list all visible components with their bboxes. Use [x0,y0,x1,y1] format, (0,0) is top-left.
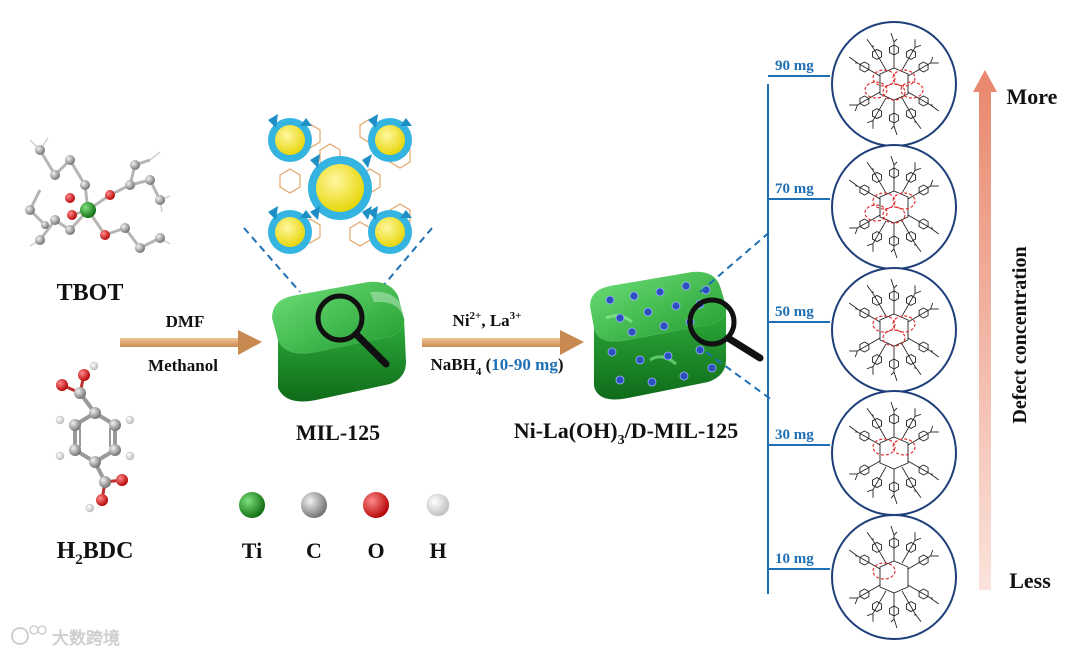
c-atom-icon [301,492,327,518]
framework-sketch [848,155,940,259]
nanoparticle-dot [695,345,705,355]
step2-bottom-label: NaBH4 (10-90 mg) [430,355,563,378]
nanoparticle-dot [647,377,657,387]
framework-sketch [848,278,940,382]
h2bdc-label: H2BDC [57,538,134,568]
mil125-structure [268,114,412,254]
dose-row: 10 mg [768,514,957,640]
dose-label: 10 mg [775,551,814,567]
dose-label: 30 mg [775,427,814,443]
nanoparticle-dot [679,371,689,381]
zoom-line-top [699,229,773,293]
magnifier-icon-2 [687,297,764,362]
nanoparticle-dot [635,355,645,365]
watermark: 大数跨境 [11,625,120,649]
nanoparticle-dot [659,321,669,331]
mil125-label: MIL-125 [296,420,380,445]
magnifier-icon [315,293,390,368]
mil125-cube [272,281,406,402]
nanoparticle-dot [605,295,615,305]
legend-c-label: C [306,538,322,563]
tbot-label: TBOT [57,280,124,306]
step2-arrow [422,330,584,355]
tbot-molecule [25,137,171,253]
nanoparticle-dot [607,347,617,357]
nanoparticle-dot [629,291,639,301]
nanoparticle-dot [671,301,681,311]
defect-more-label: More [1007,84,1058,109]
defect-axis-title: Defect concentration [1009,246,1031,423]
legend-h-label: H [429,538,446,563]
dose-row: 90 mg [768,21,957,147]
defect-gradient-arrow [973,70,997,590]
step1-bottom-label: Methanol [148,356,218,375]
nanoparticle-dot [707,363,717,373]
dose-row: 30 mg [768,390,957,516]
defect-site-marks [872,438,916,456]
defect-structure-circle [831,514,957,640]
ti-atom-icon [239,492,265,518]
nanoparticle-dot [627,327,637,337]
dose-row: 50 mg [768,267,957,393]
h2bdc-molecule [55,361,135,513]
product-label: Ni-La(OH)3/D-MIL-125 [514,418,739,448]
zoom-line-left [243,227,301,293]
atom-legend [239,492,450,518]
framework-sketch [848,401,940,505]
dose-label: 70 mg [775,181,814,197]
defect-site-marks [872,315,916,347]
framework-sketch [848,525,940,629]
dose-label: 50 mg [775,304,814,320]
h-atom-icon [426,493,450,517]
step1-top-label: DMF [166,312,205,331]
step1-arrow [120,330,262,355]
o-atom-icon [363,492,389,518]
nanoparticle-dot [681,281,691,291]
nanoparticle-dot [615,375,625,385]
legend-o-label: O [367,538,384,563]
nanoparticle-dot [663,351,673,361]
step2-top-label: Ni2+, La3+ [453,310,522,330]
defect-site-marks [864,69,924,101]
defect-site-marks [864,192,916,224]
zoom-line-right [377,227,433,293]
framework-sketch [848,32,940,136]
dose-series: 90 mg 70 mg 50 mg 30 mg 10 mg [768,21,957,640]
zoom-line-bottom [705,351,773,401]
dose-label: 90 mg [775,58,814,74]
defect-site-marks [872,562,896,580]
nanoparticle-dot [643,307,653,317]
watermark-logo-icon [11,627,29,645]
defect-less-label: Less [1009,568,1051,593]
nanoparticle-dot [615,313,625,323]
nanoparticle-dot [655,287,665,297]
legend-ti-label: Ti [242,538,262,563]
watermark-text: 大数跨境 [52,628,120,649]
dose-row: 70 mg [768,144,957,270]
